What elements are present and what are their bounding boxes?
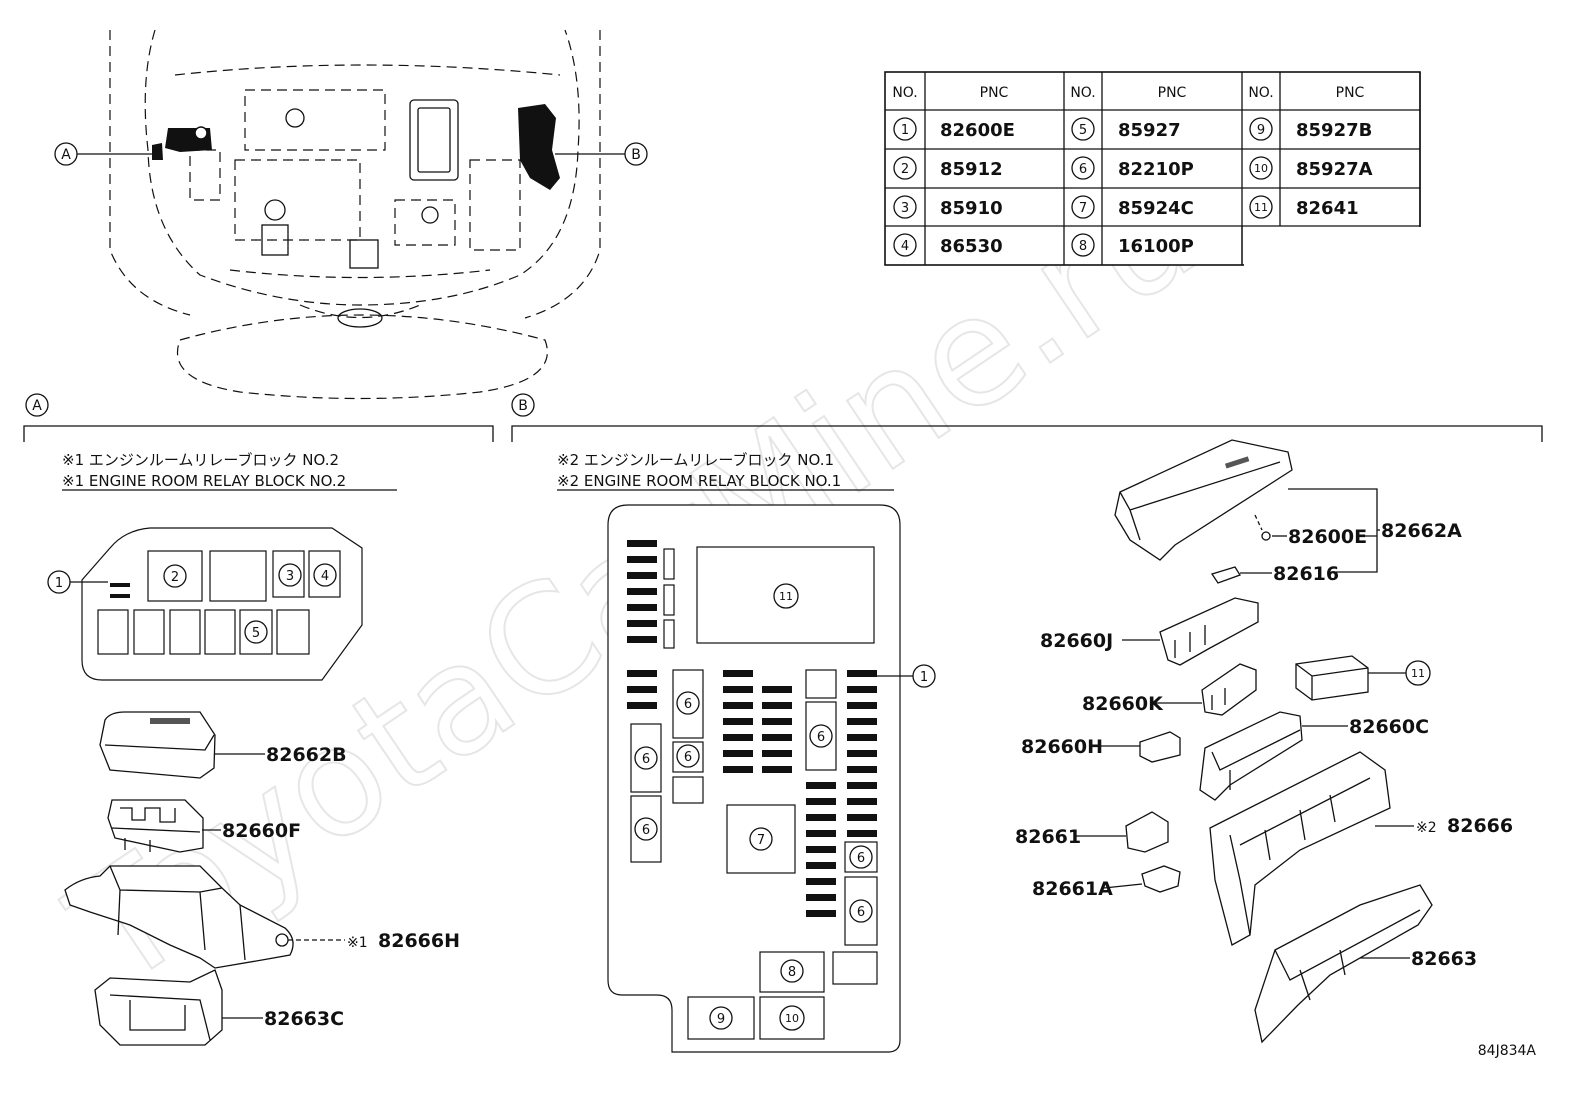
figure-code: 84J834A xyxy=(1478,1043,1537,1059)
block-mark: 11 xyxy=(779,590,793,603)
part-82661a-drawing xyxy=(1141,865,1181,893)
table-cell-no: 4 xyxy=(901,239,909,254)
table-header-pnc: PNC xyxy=(1158,85,1187,101)
table-header-no: NO. xyxy=(892,85,917,101)
callout-b-label: B xyxy=(631,147,641,163)
block-mark: 7 xyxy=(757,833,765,848)
table-cell-no: 7 xyxy=(1079,201,1087,216)
block-mark: 1 xyxy=(55,576,63,591)
table-cell-no: 3 xyxy=(901,201,909,216)
part-label-82660h: 82660H xyxy=(1021,736,1103,758)
table-cell-no: 8 xyxy=(1079,239,1087,254)
table-cell-pnc: 85924C xyxy=(1118,198,1194,219)
section-a-title-en: ※1 ENGINE ROOM RELAY BLOCK NO.2 xyxy=(62,472,346,490)
block-mark: 6 xyxy=(642,823,650,838)
table-header-pnc: PNC xyxy=(1336,85,1365,101)
block-mark: 3 xyxy=(286,569,294,584)
part-82660f-drawing xyxy=(107,799,204,853)
part-label-82666: 82666 xyxy=(1447,815,1513,837)
table-cell-pnc: 82641 xyxy=(1296,198,1359,219)
part-82616-drawing xyxy=(1210,566,1241,584)
block-mark: 8 xyxy=(788,965,796,980)
part-82663c-drawing xyxy=(94,969,223,1046)
relay-block-no1-layout: 1 11 6 6 6 6 6 7 6 6 8 9 10 xyxy=(607,504,936,1053)
part-82666h-drawing xyxy=(64,865,294,969)
table-header-no: NO. xyxy=(1248,85,1273,101)
section-b-title-jp: ※2 エンジンルームリレーブロック NO.1 xyxy=(557,451,834,469)
part-label-82660j: 82660J xyxy=(1040,630,1113,652)
part-label-82660k: 82660K xyxy=(1082,693,1164,715)
part-label-82663: 82663 xyxy=(1411,948,1477,970)
part-label-82660c: 82660C xyxy=(1349,716,1429,738)
block-mark: 1 xyxy=(920,670,928,685)
block-mark: 2 xyxy=(171,570,179,585)
part-label-82616: 82616 xyxy=(1273,563,1339,585)
block-mark: 10 xyxy=(785,1012,799,1025)
table-cell-no: 2 xyxy=(901,162,909,177)
part-82660j-drawing xyxy=(1159,597,1259,666)
block-mark: 6 xyxy=(684,697,692,712)
pnc-table: NO. PNC NO. PNC NO. PNC 1 82600E 5 85927… xyxy=(884,71,1421,266)
section-b-header: B xyxy=(511,393,1543,442)
block-mark: 9 xyxy=(717,1012,725,1027)
callout-b-circle xyxy=(624,142,648,166)
block-mark: 6 xyxy=(857,851,865,866)
part-label-82661: 82661 xyxy=(1015,826,1081,848)
table-cell-no: 11 xyxy=(1254,201,1268,214)
part-82662b-drawing xyxy=(99,711,216,779)
part-82660c-drawing xyxy=(1199,711,1303,801)
part-label-82660f: 82660F xyxy=(222,820,301,842)
block-mark: 6 xyxy=(642,752,650,767)
part-82660h-drawing xyxy=(1139,731,1181,763)
block-mark: 6 xyxy=(857,905,865,920)
table-cell-no: 1 xyxy=(901,123,909,138)
part-82662a-drawing xyxy=(1114,439,1293,561)
callout-a-label: A xyxy=(61,147,71,163)
section-b-title-en: ※2 ENGINE ROOM RELAY BLOCK NO.1 xyxy=(557,472,841,490)
table-cell-pnc: 85927B xyxy=(1296,120,1372,141)
block-mark: 6 xyxy=(684,750,692,765)
table-cell-pnc: 85910 xyxy=(940,198,1003,219)
relay-block-no2-layout: 1 2 3 4 5 xyxy=(47,527,363,681)
block-mark: 5 xyxy=(252,626,260,641)
part-prefix-note: ※1 xyxy=(347,935,368,951)
block-mark: 6 xyxy=(817,730,825,745)
table-header-no: NO. xyxy=(1070,85,1095,101)
part-relay-11-drawing xyxy=(1295,655,1369,701)
table-cell-no: 9 xyxy=(1257,123,1265,138)
part-82663-drawing xyxy=(1254,884,1433,1044)
part-mark-11 xyxy=(1405,660,1431,686)
section-a-label: A xyxy=(32,398,42,414)
part-82666-drawing xyxy=(1209,751,1391,946)
callout-a-circle xyxy=(54,142,78,166)
table-cell-pnc: 85912 xyxy=(940,159,1003,180)
section-a-title-jp: ※1 エンジンルームリレーブロック NO.2 xyxy=(62,451,339,469)
part-label-82662a: 82662A xyxy=(1381,520,1462,542)
table-cell-pnc: 86530 xyxy=(940,236,1003,257)
part-label-82600e: 82600E xyxy=(1288,526,1367,548)
table-cell-pnc: 85927A xyxy=(1296,159,1373,180)
table-header-pnc: PNC xyxy=(980,85,1009,101)
part-82661-drawing xyxy=(1125,811,1169,853)
part-label-11: 11 xyxy=(1411,667,1425,680)
table-cell-no: 10 xyxy=(1254,162,1268,175)
section-b-label: B xyxy=(518,398,528,414)
part-label-82663c: 82663C xyxy=(264,1008,344,1030)
engine-bay-drawing xyxy=(109,29,601,400)
table-cell-pnc: 82600E xyxy=(940,120,1015,141)
table-cell-pnc: 85927 xyxy=(1118,120,1181,141)
block-mark: 4 xyxy=(321,569,329,584)
part-label-82666h: 82666H xyxy=(378,930,460,952)
table-cell-pnc: 82210P xyxy=(1118,159,1194,180)
section-a-header: A xyxy=(23,393,494,442)
table-cell-pnc: 16100P xyxy=(1118,236,1194,257)
table-cell-no: 6 xyxy=(1079,162,1087,177)
part-label-82661a: 82661A xyxy=(1032,878,1113,900)
table-cell-no: 5 xyxy=(1079,123,1087,138)
part-label-82662b: 82662B xyxy=(266,744,347,766)
part-82660k-drawing xyxy=(1201,663,1257,716)
part-prefix-note: ※2 xyxy=(1416,820,1437,836)
